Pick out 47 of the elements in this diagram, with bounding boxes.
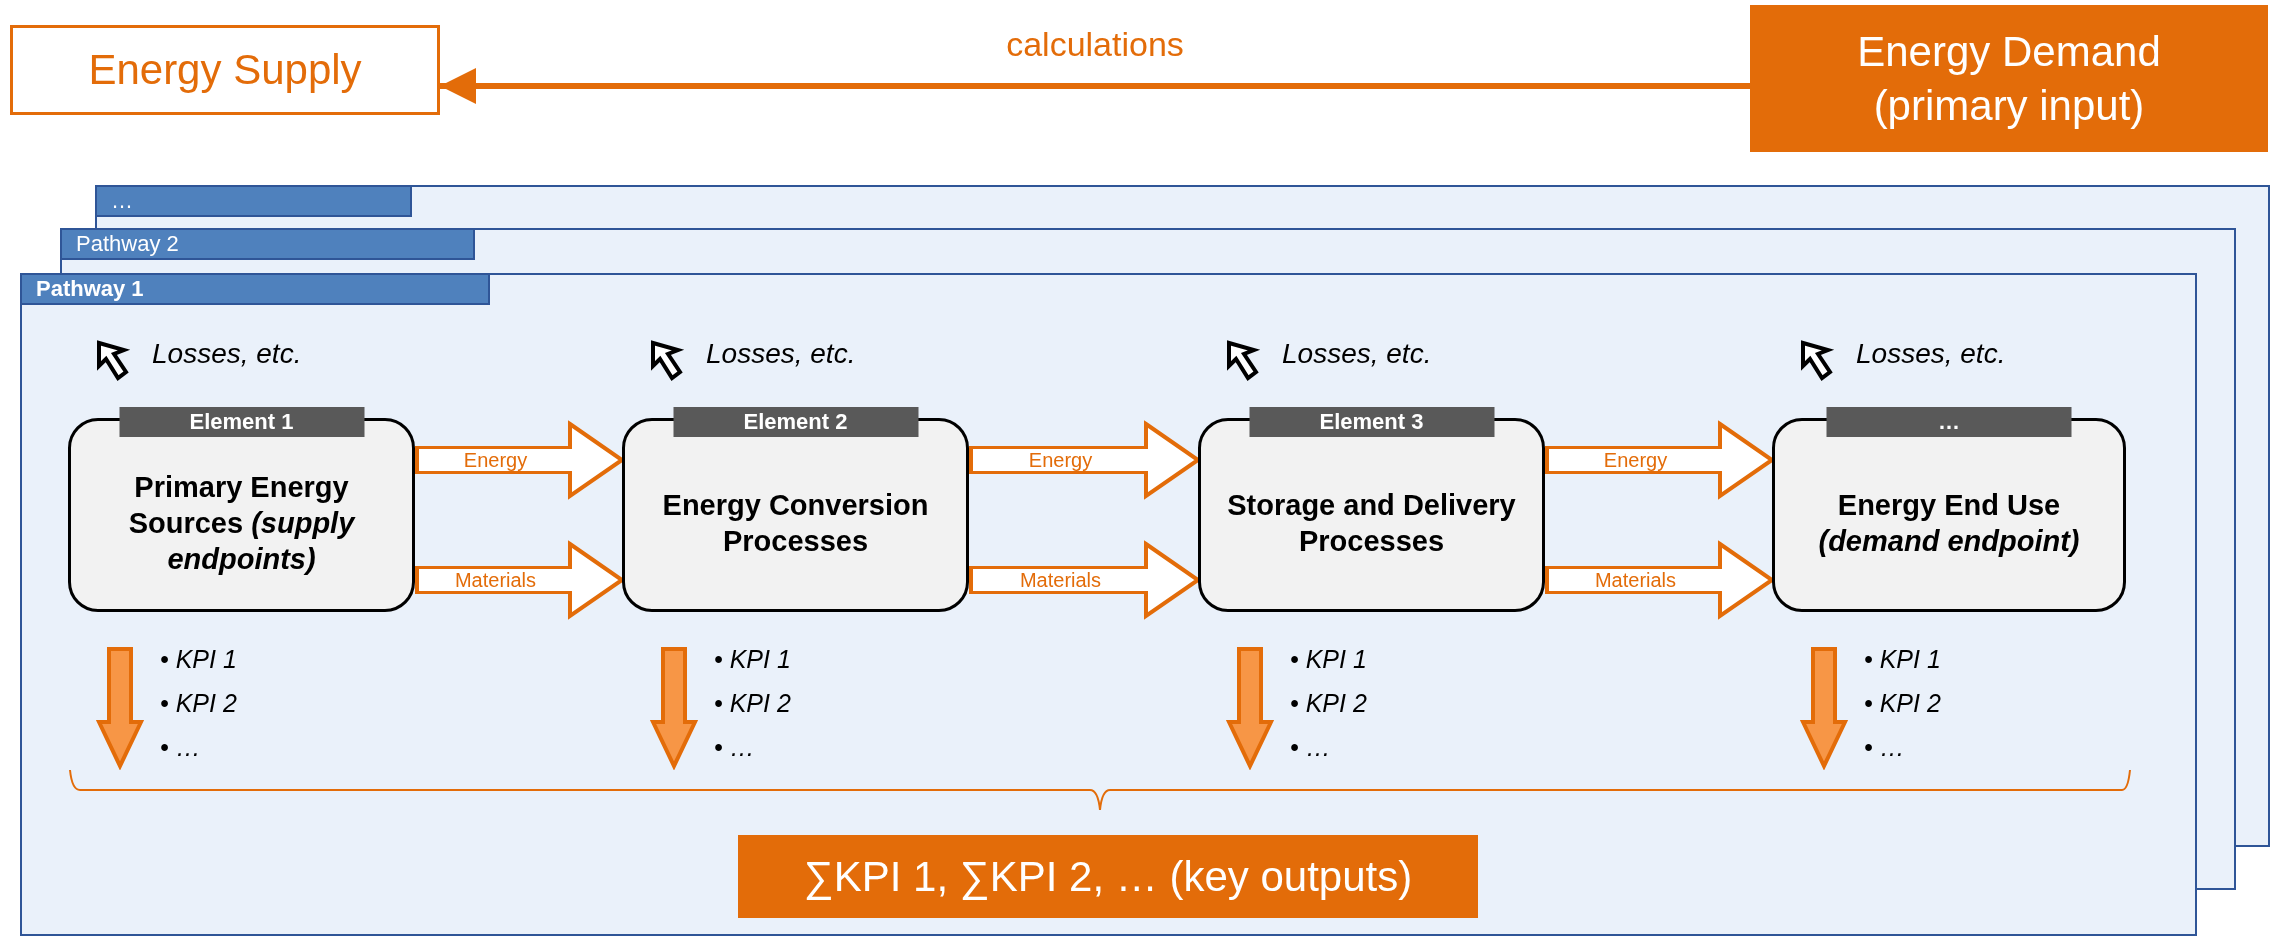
note-text: Losses, etc. (706, 338, 856, 370)
arrow (969, 422, 1200, 498)
list-item: • … (1864, 732, 1905, 762)
process-title: Primary Energy Sources (supply endpoints) (127, 470, 357, 577)
list-item: • … (714, 732, 755, 762)
process-box: Energy Demand (primary input) (1750, 5, 2268, 152)
list-item: • KPI 2 (1290, 688, 1367, 718)
element-header: Element 3 (1249, 407, 1494, 437)
list-item: • KPI 1 (160, 644, 237, 674)
list-item: • KPI 2 (1864, 688, 1941, 718)
list-item: • KPI 1 (714, 644, 791, 674)
element-header: … (1826, 407, 2072, 437)
list-item: • KPI 1 (1864, 644, 1941, 674)
panel-tab: Pathway 1 (20, 273, 490, 305)
arrow (415, 422, 624, 498)
process-title: Storage and Delivery Processes (1226, 488, 1517, 559)
panel-tab: Pathway 2 (60, 228, 475, 260)
arrow (969, 542, 1200, 618)
edge-label: calculations (1005, 24, 1185, 64)
arrow (1545, 422, 1774, 498)
note-text: Losses, etc. (1282, 338, 1432, 370)
note-text: Losses, etc. (152, 338, 302, 370)
output-box: ∑KPI 1, ∑KPI 2, … (key outputs) (738, 835, 1478, 918)
arrow (1545, 542, 1774, 618)
edge-label: Materials (419, 569, 572, 591)
edge-label: Materials (973, 569, 1148, 591)
process-box: Energy Supply (10, 25, 440, 115)
element-header: Element 2 (673, 407, 918, 437)
pathway-panel (20, 273, 2197, 936)
edge-label: Energy (419, 449, 572, 471)
note-text: Losses, etc. (1856, 338, 2006, 370)
panel-tab: … (95, 185, 412, 217)
pathway-panel (95, 185, 2270, 228)
edge-label: Energy (1549, 449, 1722, 471)
list-item: • KPI 1 (1290, 644, 1367, 674)
pathway-panel (60, 228, 2236, 273)
arrow (440, 68, 1750, 104)
process-title: Energy End Use (demand endpoint) (1817, 488, 2081, 559)
list-item: • … (160, 732, 201, 762)
list-item: • KPI 2 (714, 688, 791, 718)
process-title: Energy Conversion Processes (661, 488, 930, 559)
edge-label: Energy (973, 449, 1148, 471)
list-item: • … (1290, 732, 1331, 762)
arrow (415, 542, 624, 618)
element-header: Element 1 (119, 407, 364, 437)
edge-label: Materials (1549, 569, 1722, 591)
list-item: • KPI 2 (160, 688, 237, 718)
